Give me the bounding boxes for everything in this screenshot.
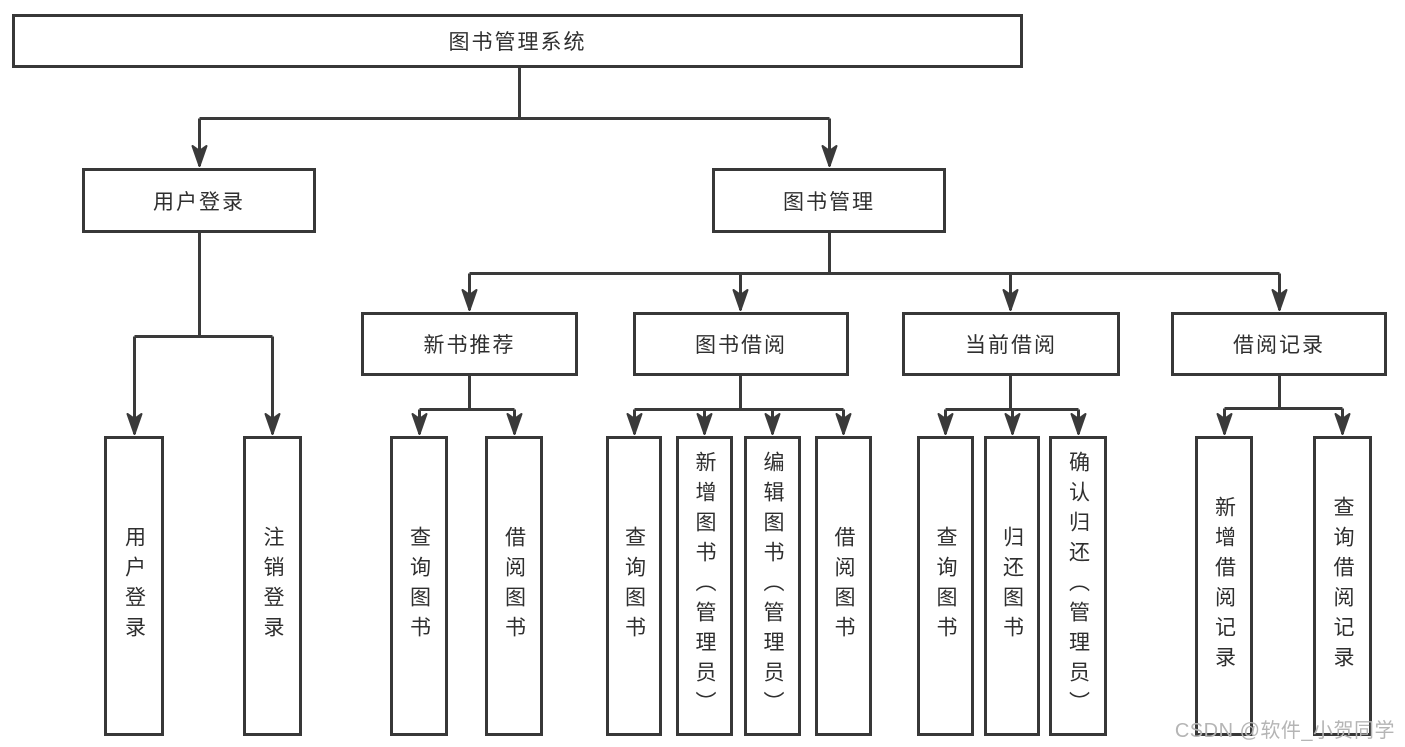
leaf-borrow-books-borrowing: 借阅图书 [815, 436, 872, 736]
node-borrowing-records: 借阅记录 [1171, 312, 1387, 376]
node-label: 图书借阅 [695, 334, 787, 357]
node-label: 编辑图书（管理员） [761, 451, 785, 721]
node-book-management: 图书管理 [712, 168, 946, 233]
node-label: 注销登录 [261, 526, 285, 646]
node-label: 借阅图书 [832, 526, 856, 646]
node-label: 新增图书（管理员） [693, 451, 717, 721]
node-label: 确认归还（管理员） [1066, 451, 1090, 721]
node-label: 查询图书 [407, 526, 431, 646]
connector-lines [134, 68, 1343, 411]
node-library-system: 图书管理系统 [12, 14, 1023, 68]
leaf-query-books-current: 查询图书 [917, 436, 974, 736]
leaf-add-book-admin: 新增图书（管理员） [676, 436, 733, 736]
leaf-query-borrow-record: 查询借阅记录 [1313, 436, 1372, 736]
node-label: 查询图书 [934, 526, 958, 646]
leaf-return-books: 归还图书 [984, 436, 1040, 736]
leaf-query-books-recommend: 查询图书 [390, 436, 448, 736]
node-label: 图书管理 [783, 190, 875, 214]
node-label: 查询图书 [622, 526, 646, 646]
leaf-logout-login: 注销登录 [243, 436, 302, 736]
leaf-borrow-books-recommend: 借阅图书 [485, 436, 543, 736]
leaf-query-books-borrowing: 查询图书 [606, 436, 662, 736]
leaf-add-borrow-record: 新增借阅记录 [1195, 436, 1253, 736]
node-user-login: 用户登录 [82, 168, 316, 233]
node-label: 用户登录 [122, 526, 146, 646]
leaf-confirm-return-admin: 确认归还（管理员） [1049, 436, 1107, 736]
node-label: 借阅记录 [1233, 334, 1325, 357]
node-new-book-recommendation: 新书推荐 [361, 312, 578, 376]
node-label: 借阅图书 [502, 526, 526, 646]
leaf-edit-book-admin: 编辑图书（管理员） [744, 436, 801, 736]
csdn-watermark: CSDN @软件_小贺同学 [1174, 720, 1395, 742]
node-book-borrowing: 图书借阅 [633, 312, 849, 376]
node-label: 查询借阅记录 [1331, 496, 1355, 676]
node-label: 图书管理系统 [448, 31, 587, 54]
node-label: 新增借阅记录 [1212, 496, 1236, 676]
leaf-user-login: 用户登录 [104, 436, 164, 736]
node-label: 新书推荐 [423, 334, 516, 357]
node-current-borrowing: 当前借阅 [902, 312, 1120, 376]
node-label: 归还图书 [1000, 526, 1024, 646]
node-label: 当前借阅 [965, 334, 1057, 357]
node-label: 用户登录 [153, 190, 245, 214]
